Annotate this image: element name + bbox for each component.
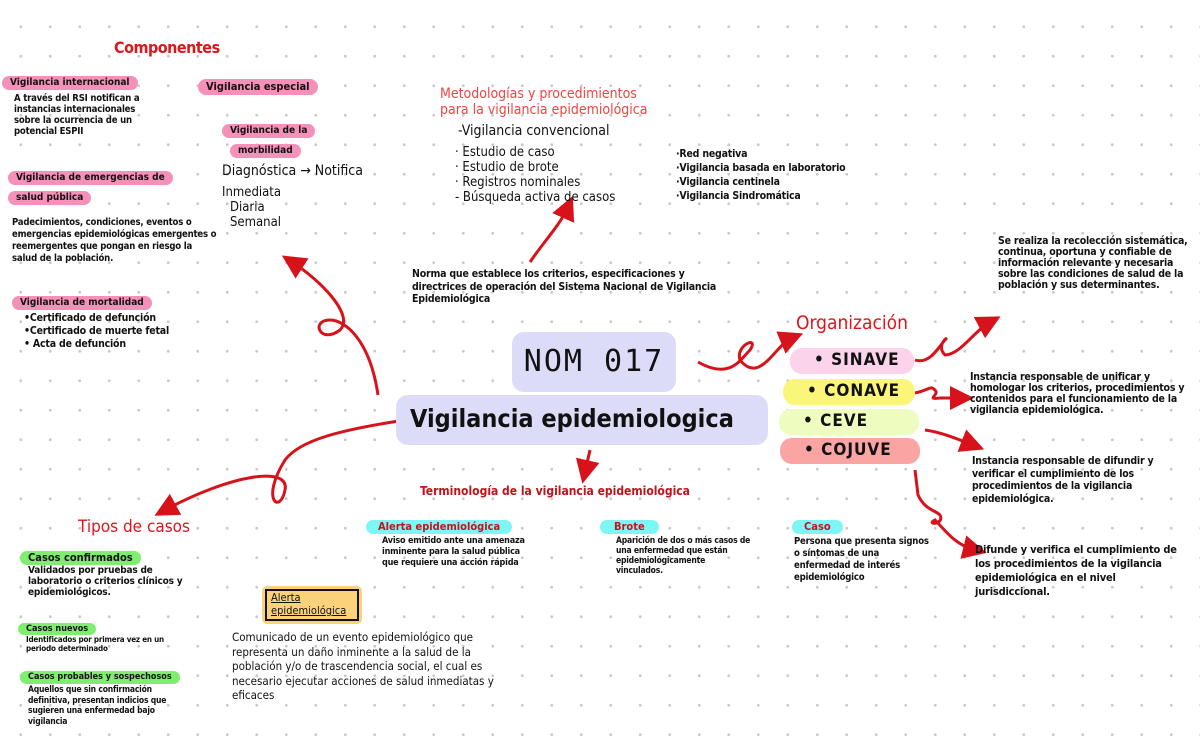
metodologias-right-list: ·Red negativa ·Vigilancia basada en labo…: [676, 147, 846, 203]
metodologia-item: ·Vigilancia basada en laboratorio: [676, 162, 846, 174]
sinave-description: Se realiza la recolección sistemática, c…: [998, 235, 1188, 291]
metodologia-item: · Registros nominales: [455, 175, 581, 190]
vigilancia-especial-label: Vigilancia especial: [198, 79, 318, 95]
term-brote-label: Brote: [600, 520, 659, 534]
org-conave: • CONAVE: [783, 379, 915, 405]
term-alerta-label: Alerta epidemiológica: [366, 520, 513, 534]
metodologia-item: · Estudio de caso: [455, 145, 555, 160]
arrow-terminologia: [575, 449, 600, 484]
norma-description: Norma que establece los criterios, espec…: [412, 268, 717, 305]
metodologia-item: ·Red negativa: [676, 148, 748, 160]
morbilidad-item: Semanal: [230, 215, 282, 230]
metodologias-title-1: Metodologías y procedimientos: [440, 86, 637, 102]
metodologias-left-list: · Estudio de caso · Estudio de brote · R…: [455, 145, 615, 205]
arrow-conave: [914, 386, 974, 410]
organizacion-title: Organización: [796, 312, 908, 334]
morbilidad-item: Diaria: [230, 200, 265, 215]
alerta-box-text: Comunicado de un evento epidemiológico q…: [232, 630, 494, 702]
vigilancia-mortalidad: Vigilancia de mortalidad •Certificado de…: [12, 290, 169, 351]
term-caso: Caso Persona que presenta signos o sínto…: [792, 515, 929, 584]
org-cojuve: • COJUVE: [780, 438, 920, 464]
vigilancia-especial: Vigilancia especial: [198, 75, 318, 95]
casos-nuevos-label: Casos nuevos: [18, 623, 97, 635]
center-title: NOM 017: [512, 332, 676, 392]
casos-confirmados-text: Validados por pruebas de laboratorio o c…: [28, 565, 183, 598]
metodologia-item: ·Vigilancia Sindromática: [676, 190, 801, 202]
alerta-box-label: Alerta epidemiológica: [265, 589, 359, 621]
org-sinave: • SINAVE: [790, 348, 914, 374]
vigilancia-emergencias: Vigilancia de emergencias de salud públi…: [8, 165, 217, 265]
conave-description: Instancia responsable de unificar y homo…: [970, 371, 1185, 416]
cojuve-description: Difunde y verifica el cumplimiento de lo…: [975, 543, 1177, 598]
casos-probables-text: Aquellos que sin confirmación definitiva…: [28, 685, 167, 727]
tipos-title: Tipos de casos: [78, 517, 191, 537]
term-brote-text: Aparición de dos o más casos de una enfe…: [616, 536, 751, 576]
metodologias-main: -Vigilancia convencional: [458, 123, 610, 139]
emergencias-text: Padecimientos, condiciones, eventos o em…: [12, 217, 217, 264]
metodologias-title: Metodologías y procedimientos para la vi…: [440, 86, 647, 118]
arrow-norma: [528, 196, 575, 263]
vigilancia-morbilidad: Vigilancia de la morbilidad Diagnóstica …: [222, 118, 363, 230]
center-subtitle: Vigilancia epidemiologica: [396, 395, 768, 445]
casos-nuevos-text: Identificados por primera vez en un peri…: [26, 635, 164, 653]
vigilancia-internacional: Vigilancia internacional A través del RS…: [2, 70, 164, 137]
vigilancia-internacional-label: Vigilancia internacional: [2, 76, 138, 90]
casos-probables: Casos probables y sospechosos Aquellos q…: [20, 664, 188, 727]
componentes-title: Componentes: [114, 38, 220, 57]
term-caso-label: Caso: [792, 520, 843, 534]
vigilancia-internacional-text: A través del RSI notifican a instancias …: [14, 93, 140, 137]
metodologia-item: ·Vigilancia centinela: [676, 176, 780, 188]
metodologias-title-2: para la vigilancia epidemiológica: [440, 102, 648, 118]
arrow-organizacion: [697, 331, 804, 371]
ceve-description: Instancia responsable de difundir y veri…: [972, 455, 1154, 505]
arrow-tipos: [154, 418, 406, 516]
metodologia-item: - Búsqueda activa de casos: [455, 190, 616, 205]
org-ceve: • CEVE: [779, 409, 919, 435]
metodologia-item: · Estudio de brote: [455, 160, 559, 175]
arrow-sinave: [914, 316, 1001, 363]
mortalidad-item: • Acta de defunción: [24, 338, 126, 350]
morbilidad-flow: Diagnóstica → Notifica: [222, 163, 363, 179]
casos-nuevos: Casos nuevos Identificados por primera v…: [18, 616, 176, 653]
morbilidad-label-2: morbilidad: [230, 144, 301, 158]
arrow-componentes: [281, 255, 380, 396]
term-brote: Brote Aparición de dos o más casos de un…: [600, 515, 751, 576]
mortalidad-item: •Certificado de defunción: [24, 312, 156, 324]
emergencias-label-1: Vigilancia de emergencias de: [8, 171, 173, 185]
casos-probables-label: Casos probables y sospechosos: [20, 671, 180, 684]
casos-confirmados-label: Casos confirmados: [20, 551, 141, 565]
emergencias-label-2: salud pública: [8, 191, 92, 205]
morbilidad-item: Inmediata: [222, 185, 282, 200]
term-caso-text: Persona que presenta signos o síntomas d…: [794, 536, 929, 583]
mortalidad-item: •Certificado de muerte fetal: [24, 325, 169, 337]
arrow-ceve: [924, 428, 985, 452]
terminologia-title: Terminología de la vigilancia epidemioló…: [420, 484, 690, 498]
casos-confirmados: Casos confirmados Validados por pruebas …: [20, 546, 208, 598]
alerta-box: Alerta epidemiológica: [262, 586, 362, 624]
term-alerta: Alerta epidemiológica Aviso emitido ante…: [366, 515, 532, 569]
mortalidad-label: Vigilancia de mortalidad: [12, 296, 152, 310]
arrow-cojuve: [913, 469, 987, 559]
center-subtitle-text: Vigilancia epidemiologica: [410, 404, 734, 433]
morbilidad-label-1: Vigilancia de la: [222, 124, 316, 138]
term-alerta-text: Aviso emitido ante una amenaza inminente…: [382, 536, 525, 568]
